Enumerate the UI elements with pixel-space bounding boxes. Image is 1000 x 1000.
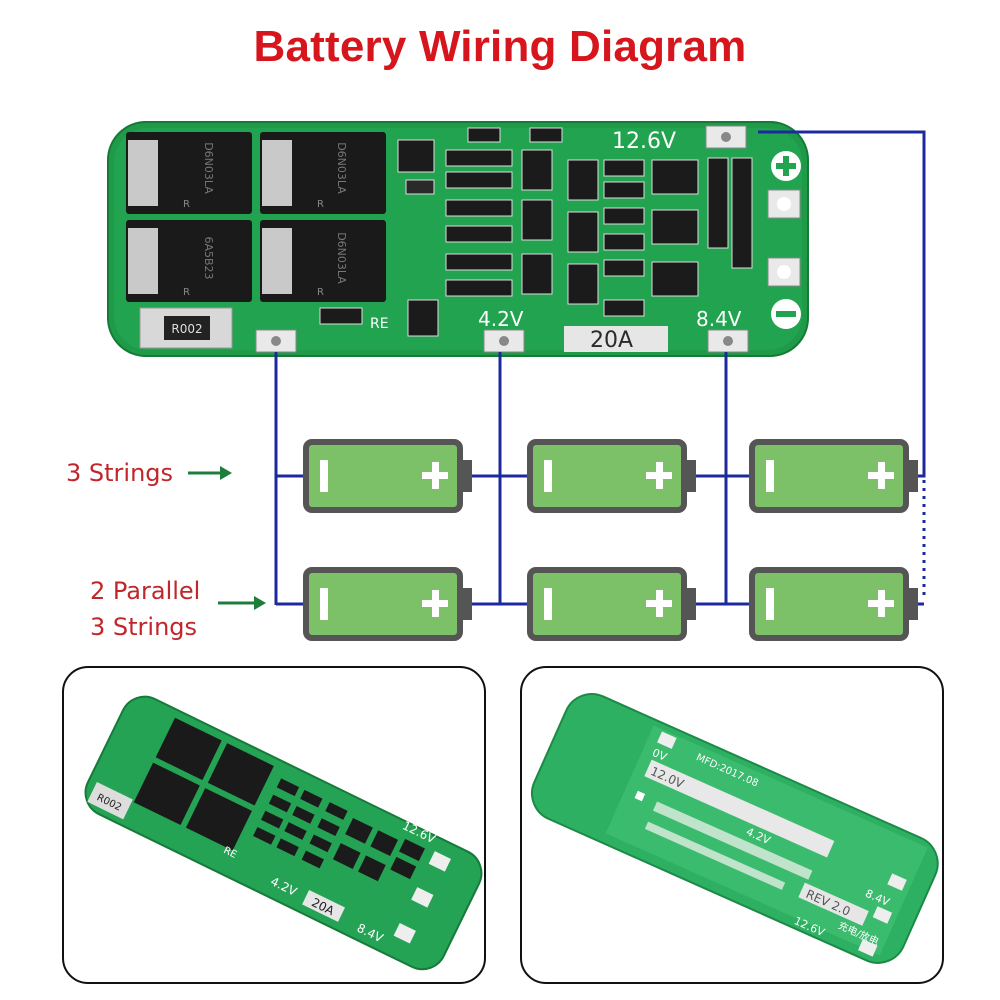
terminal-pads	[255, 125, 801, 353]
bms-board: D6N03LA D6N03LA 6A5B23 D6N03LA R R R R R…	[107, 121, 809, 357]
smd-components	[319, 127, 753, 337]
re-label: RE	[370, 316, 389, 332]
mosfet-mark-3: 6A5B23	[202, 236, 215, 279]
current-rating: 20A	[590, 328, 633, 353]
mosfet-mark-5: R	[183, 199, 190, 210]
left-photo-re: RE	[222, 845, 239, 861]
photo-board-top: R002 12.6V 4.2V 20A 8.4V RE	[62, 666, 486, 984]
board-top-photo: R002 12.6V 4.2V 20A 8.4V RE	[84, 695, 483, 971]
mosfet-mark-4: D6N03LA	[335, 232, 348, 284]
battery-cell-icon	[527, 567, 696, 641]
mosfet-mark-7: R	[183, 287, 190, 298]
board-bottom-photo: 0V MFD:2017.08 12.0V 4.2V REV 2.0 8.4V 充…	[531, 693, 939, 964]
diagram-title: Battery Wiring Diagram	[253, 22, 747, 71]
battery-cell-icon	[527, 439, 696, 513]
arrow-icon	[188, 466, 232, 480]
battery-cell-icon	[749, 439, 918, 513]
minus-symbol-icon	[771, 299, 801, 329]
label-3-strings: 3 Strings	[66, 459, 174, 487]
mosfet-mark-1: D6N03LA	[202, 142, 215, 194]
mosfet-mark-2: D6N03LA	[335, 142, 348, 194]
shunt-label: R002	[171, 322, 202, 336]
battery-cell-icon	[303, 439, 472, 513]
photo-board-bottom: 0V MFD:2017.08 12.0V 4.2V REV 2.0 8.4V 充…	[520, 666, 944, 984]
voltage-12v6: 12.6V	[612, 129, 676, 154]
plus-symbol-icon	[771, 151, 801, 181]
right-photo-0v: 0V	[650, 746, 669, 764]
wiring-diagram: D6N03LA D6N03LA 6A5B23 D6N03LA R R R R R…	[107, 121, 926, 641]
battery-cell-icon	[303, 567, 472, 641]
mosfet-mark-8: R	[317, 287, 324, 298]
voltage-8v4: 8.4V	[696, 307, 742, 331]
battery-cell-icon	[749, 567, 918, 641]
mosfet-group: D6N03LA D6N03LA 6A5B23 D6N03LA R R R R	[126, 132, 386, 302]
arrow-icon	[218, 596, 266, 610]
battery-cells	[303, 439, 918, 641]
voltage-4v2: 4.2V	[478, 307, 524, 331]
label-3-strings-2: 3 Strings	[90, 613, 198, 641]
mosfet-mark-6: R	[317, 199, 324, 210]
label-2-parallel: 2 Parallel	[90, 577, 201, 605]
